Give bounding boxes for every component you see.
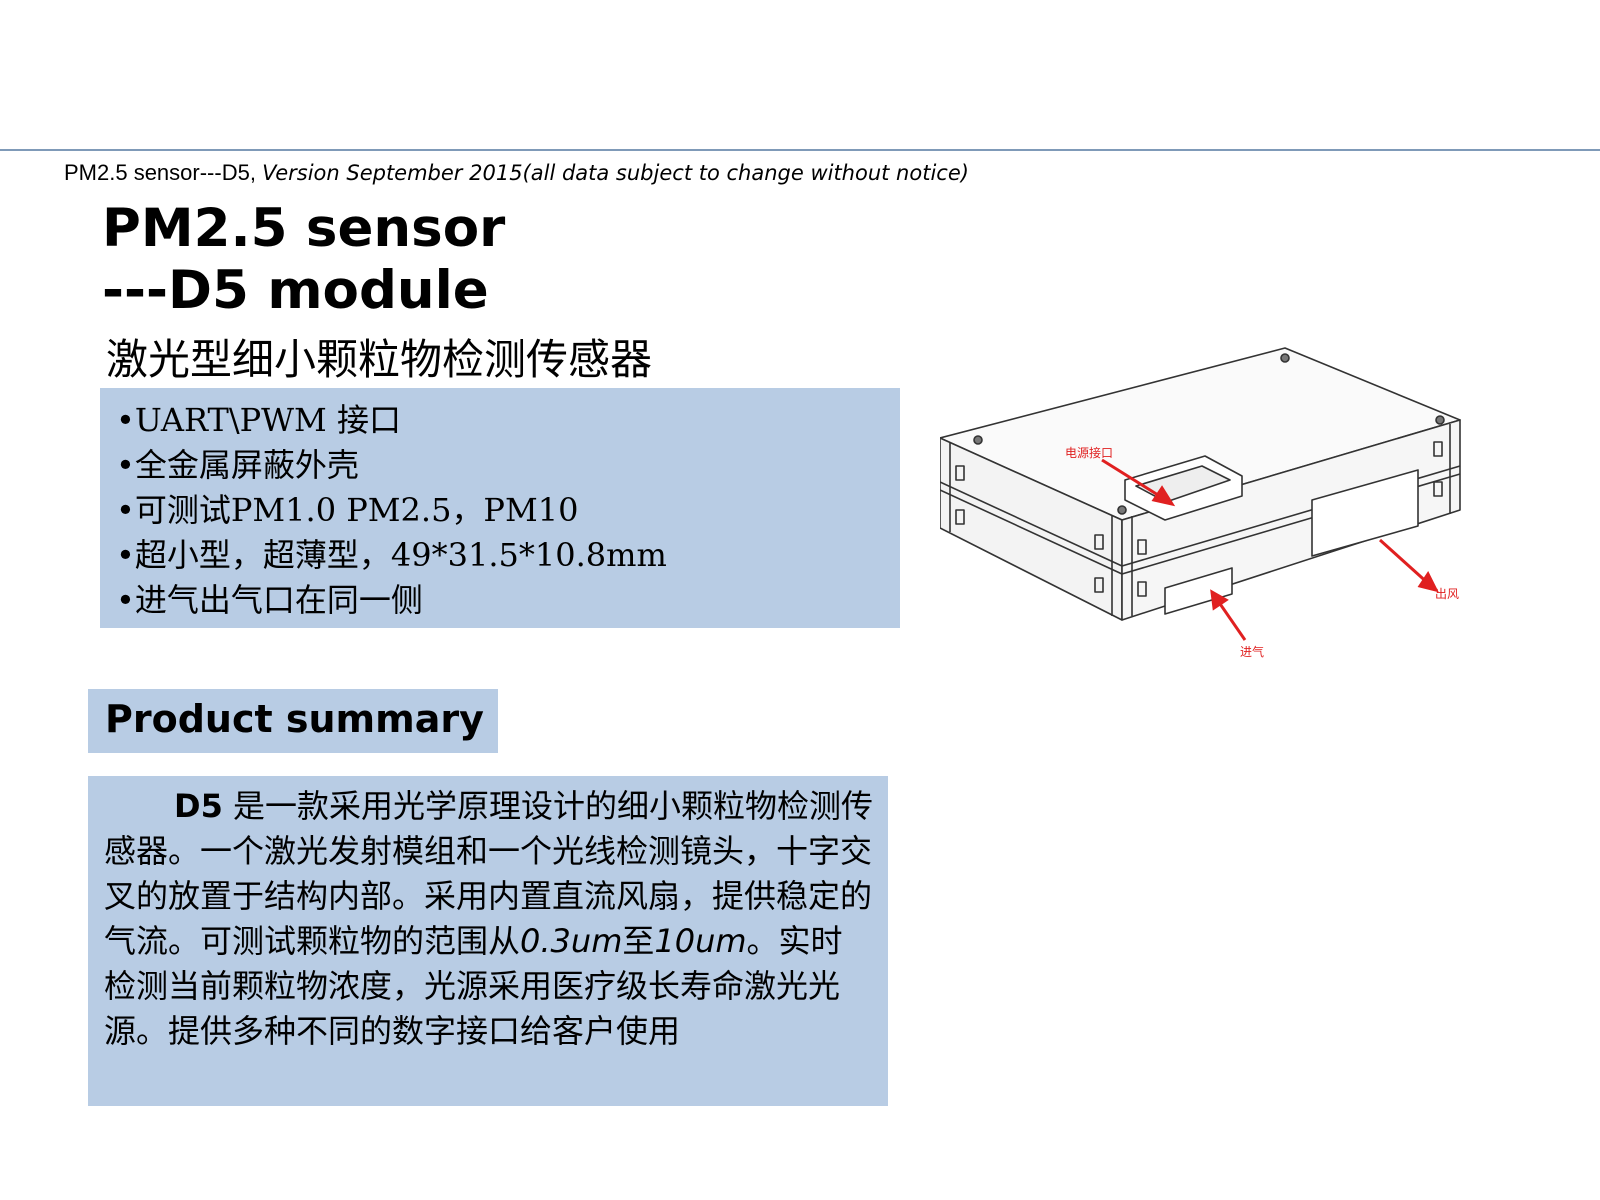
summary-text-2: 至 (622, 922, 655, 960)
label-power-port: 电源接口 (1065, 445, 1113, 460)
features-box: •UART\PWM 接口 •全金属屏蔽外壳 •可测试PM1.0 PM2.5，PM… (100, 388, 900, 628)
feature-item: •UART\PWM 接口 (116, 401, 401, 439)
feature-item: •超小型，超薄型，49*31.5*10.8mm (116, 536, 667, 574)
summary-text-1: 是一款采用光学原理设计的细小颗粒物检测传感器。一个激光发射模组和一个光线检测镜头… (104, 787, 874, 960)
title-line-1: PM2.5 sensor (102, 198, 506, 259)
header-lead: PM2.5 sensor---D5, (64, 160, 263, 185)
features-list: •UART\PWM 接口 •全金属屏蔽外壳 •可测试PM1.0 PM2.5，PM… (100, 388, 900, 623)
feature-item: •进气出气口在同一侧 (116, 581, 423, 619)
title-line-2: ---D5 module (102, 260, 489, 321)
feature-item: •全金属屏蔽外壳 (116, 446, 359, 484)
label-outlet: 出风 (1435, 587, 1459, 601)
module-side-face (1121, 419, 1461, 621)
summary-range-high: 10um (654, 922, 747, 960)
sensor-diagram: 电源接口 出风 进气 (940, 347, 1461, 659)
summary-text-3: 。实时检测当前颗粒物浓度，光源采用医疗级长寿命激光光源。提供多种不同的数字接口给… (104, 922, 843, 1050)
product-summary-heading: Product summary (105, 697, 484, 741)
feature-item: •可测试PM1.0 PM2.5，PM10 (116, 491, 579, 529)
product-summary-box: D5 是一款采用光学原理设计的细小颗粒物检测传感器。一个激光发射模组和一个光线检… (88, 776, 888, 1106)
header-version: Version September 2015(all data subject … (262, 161, 969, 185)
product-summary-heading-box: Product summary (88, 689, 498, 753)
outlet-window (1311, 469, 1419, 557)
page-subtitle: 激光型细小颗粒物检测传感器 (106, 335, 653, 384)
summary-range-low: 0.3um (520, 922, 623, 960)
header-rule (0, 149, 1600, 151)
label-inlet: 进气 (1240, 644, 1264, 659)
summary-model: D5 (174, 787, 223, 825)
page-header: PM2.5 sensor---D5, Version September 201… (64, 160, 969, 186)
page-title: PM2.5 sensor ---D5 module (102, 198, 505, 322)
inlet-window (1164, 567, 1233, 615)
product-summary-text: D5 是一款采用光学原理设计的细小颗粒物检测传感器。一个激光发射模组和一个光线检… (88, 776, 888, 1054)
